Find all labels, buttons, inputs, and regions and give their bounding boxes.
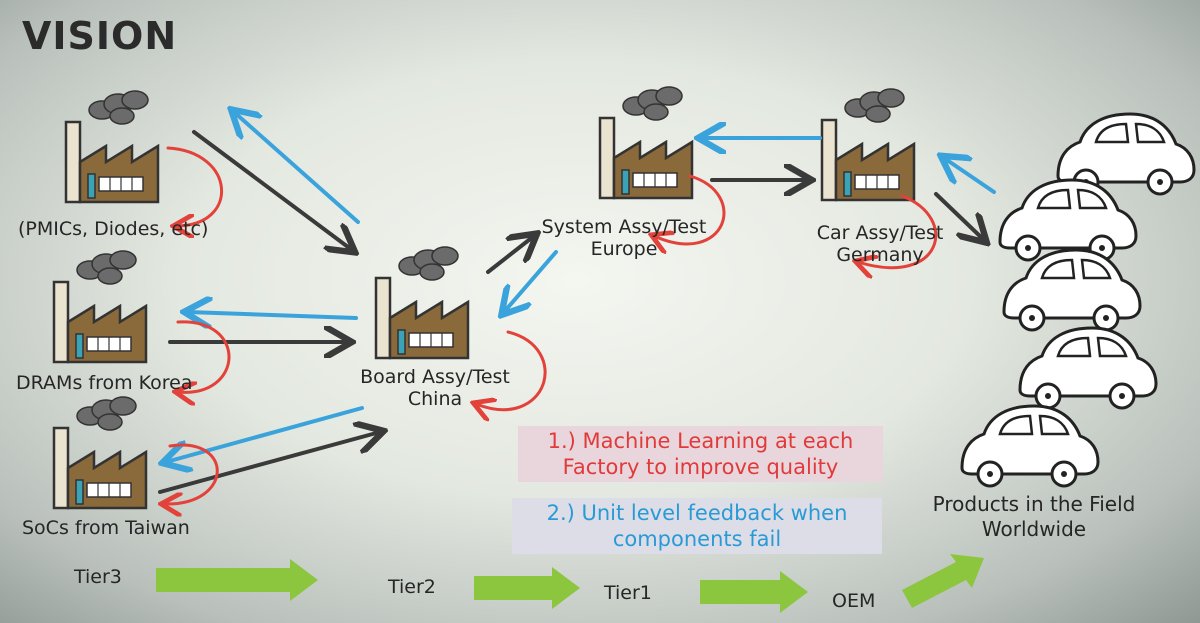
feedback-china-to-socs — [166, 406, 364, 462]
factory-icon-tier2-china — [374, 245, 470, 360]
loop-socs — [164, 443, 219, 504]
note-ml-line2: Factory to improve quality — [562, 455, 839, 479]
note-feedback-line1: 2.) Unit level feedback when — [546, 501, 848, 525]
tier-arrow-1 — [156, 559, 318, 601]
label-tier1-europe: System Assy/Test Europe — [522, 216, 726, 260]
car-icon-2 — [998, 178, 1138, 262]
label-tier3-socs: SoCs from Taiwan — [22, 517, 190, 539]
feedback-china-to-pmics — [234, 112, 360, 224]
factory-icon-oem-germany — [820, 87, 916, 202]
label-tier2-line2: China — [407, 388, 463, 410]
note-machine-learning: 1.) Machine Learning at each Factory to … — [518, 426, 883, 482]
arrow-pmics-to-china — [192, 130, 352, 250]
tier-arrow-4 — [902, 554, 984, 608]
tier-label-tier2: Tier2 — [388, 576, 436, 598]
arrow-germany-to-field — [934, 192, 984, 240]
car-icon-3 — [1002, 248, 1142, 332]
factory-icon-tier1-europe — [598, 85, 694, 200]
label-tier3-pmics: (PMICs, Diodes, etc) — [18, 218, 209, 240]
factory-icon-tier3-pmics — [64, 89, 160, 204]
label-tier3-drams: DRAMs from Korea — [16, 372, 193, 394]
car-icon-4 — [1018, 326, 1158, 410]
label-field-line1: Products in the Field — [932, 492, 1136, 516]
page-title: VISION — [22, 14, 178, 58]
label-oem-germany: Car Assy/Test Germany — [794, 222, 966, 266]
arrow-socs-to-china — [158, 432, 380, 494]
tier-label-tier1: Tier1 — [604, 582, 652, 604]
arrow-china-to-europe — [486, 236, 534, 274]
note-feedback-line2: components fail — [612, 527, 782, 551]
label-tier2-china: Board Assy/Test China — [342, 366, 528, 410]
label-tier1-line2: Europe — [590, 238, 658, 260]
label-oem-line1: Car Assy/Test — [816, 222, 944, 244]
label-field-line2: Worldwide — [981, 517, 1087, 541]
label-tier2-line1: Board Assy/Test — [360, 366, 510, 388]
factory-icon-tier3-socs — [52, 395, 148, 510]
note-ml-line1: 1.) Machine Learning at each — [547, 429, 854, 453]
feedback-field-to-germany — [944, 158, 996, 194]
note-unit-feedback: 2.) Unit level feedback when components … — [512, 498, 882, 554]
tier-arrow-3 — [700, 571, 808, 613]
label-oem-line2: Germany — [836, 244, 924, 266]
tier-label-oem: OEM — [832, 590, 876, 612]
tier-arrow-2 — [474, 567, 580, 609]
feedback-china-to-drams — [188, 312, 358, 318]
loop-europe — [654, 174, 726, 244]
label-field: Products in the Field Worldwide — [898, 492, 1170, 542]
feedback-europe-to-china — [504, 250, 558, 312]
tier-label-tier3: Tier3 — [74, 566, 122, 588]
loop-germany — [858, 194, 938, 268]
loop-drams — [178, 320, 231, 392]
loop-pmics — [166, 146, 224, 226]
car-icon-5 — [960, 404, 1100, 488]
loop-china — [476, 330, 547, 410]
factory-icon-tier3-drams — [52, 249, 148, 364]
label-tier1-line1: System Assy/Test — [541, 216, 707, 238]
